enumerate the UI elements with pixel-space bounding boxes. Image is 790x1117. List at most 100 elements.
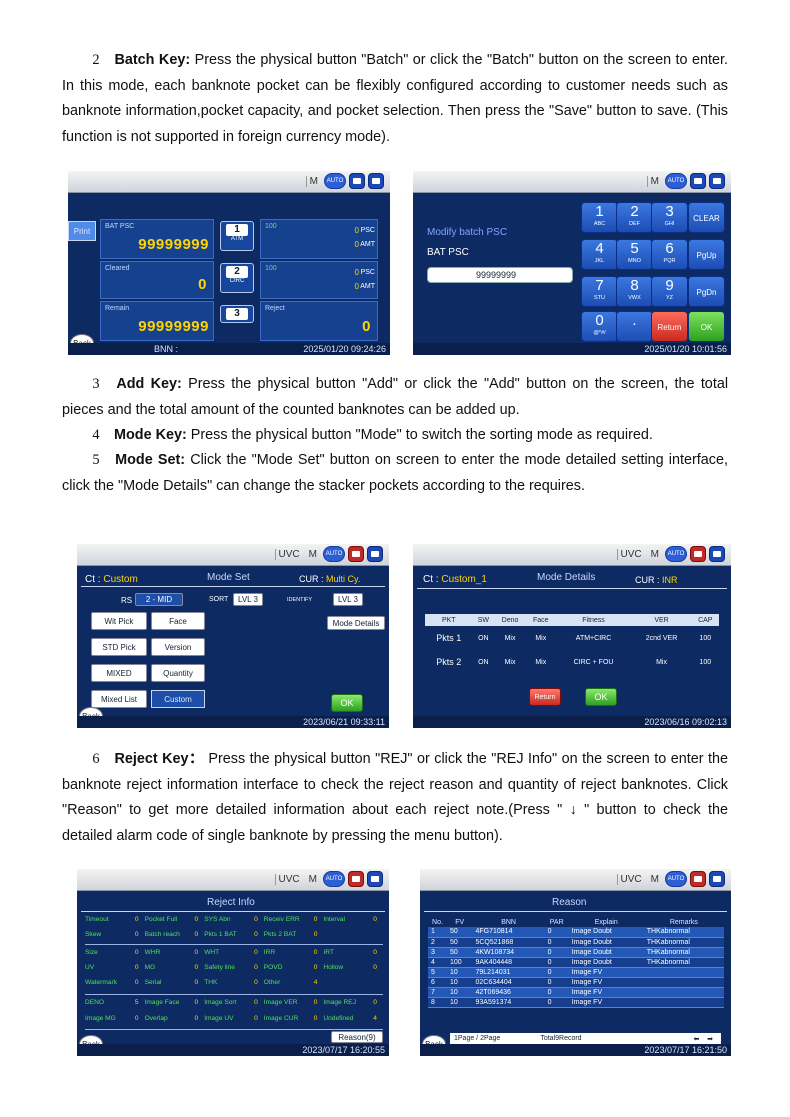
pocket-1-button[interactable]: 1 ATM	[220, 221, 254, 251]
cleared-panel: Cleared 0	[100, 261, 214, 299]
mode-details-screen: UVC M AUTO Ct : Custom_1 Mode Details CU…	[413, 544, 731, 728]
book-icon[interactable]	[690, 871, 706, 887]
monitor-icon[interactable]	[709, 173, 725, 189]
auto-icon[interactable]: AUTO	[324, 173, 346, 189]
bat-psc-label: BAT PSC	[427, 247, 469, 258]
ok-button[interactable]: OK	[688, 311, 725, 342]
mode-quantity[interactable]: Quantity	[151, 664, 205, 682]
monitor-icon[interactable]	[709, 871, 725, 887]
monitor-icon[interactable]	[367, 871, 383, 887]
mode-wit-pick[interactable]: Wit Pick	[91, 612, 147, 630]
pgdn-button[interactable]: PgDn	[688, 276, 725, 307]
return-button[interactable]: Return	[529, 688, 561, 706]
book-icon[interactable]	[690, 546, 706, 562]
page-title: Reason	[552, 897, 587, 908]
mode-mixed-list[interactable]: Mixed List	[91, 690, 147, 708]
monitor-icon[interactable]	[368, 173, 384, 189]
key-dot[interactable]: .	[616, 311, 653, 342]
mode-version[interactable]: Version	[151, 638, 205, 656]
ok-button[interactable]: OK	[585, 688, 617, 706]
sort-select[interactable]: LVL 3	[233, 593, 263, 606]
key-0[interactable]: 0@*#/	[581, 311, 618, 342]
identify-select[interactable]: LVL 3	[333, 593, 363, 606]
pocket-3-button[interactable]: 3	[220, 305, 254, 323]
pgup-button[interactable]: PgUp	[688, 239, 725, 270]
mode-details-button[interactable]: Mode Details	[327, 616, 385, 630]
ok-button[interactable]: OK	[331, 694, 363, 712]
divider	[85, 1029, 383, 1030]
arrow-left-icon[interactable]: ⬅	[693, 1035, 700, 1043]
pocket-2-panel: 100 0 PSC 0 AMT	[260, 261, 378, 299]
bat-psc-panel[interactable]: BAT PSC 99999999	[100, 219, 214, 259]
return-button[interactable]: Return	[651, 311, 688, 342]
monitor-icon[interactable]	[367, 546, 383, 562]
mode-custom[interactable]: Custom	[151, 690, 205, 708]
book-icon[interactable]	[348, 871, 364, 887]
save-icon[interactable]	[349, 173, 365, 189]
pocket-1-panel: 100 0 PSC 0 AMT	[260, 219, 378, 259]
clear-button[interactable]: CLEAR	[688, 202, 725, 233]
pocket-2-button[interactable]: 2 CIRC	[220, 263, 254, 293]
page-title: Mode Details	[537, 572, 596, 583]
mode-mixed[interactable]: MIXED	[91, 664, 147, 682]
monitor-icon[interactable]	[709, 546, 725, 562]
print-button[interactable]: Print	[68, 221, 96, 241]
save-icon[interactable]	[690, 173, 706, 189]
section-add: 3 Add Key: Press the physical button "Ad…	[62, 376, 729, 418]
rs-select[interactable]: 2 - MID	[135, 593, 183, 606]
auto-icon[interactable]: AUTO	[323, 871, 345, 887]
auto-icon[interactable]: AUTO	[323, 546, 345, 562]
book-icon[interactable]	[348, 546, 364, 562]
batch-psc-input[interactable]: 99999999	[427, 267, 573, 283]
divider	[85, 944, 383, 945]
remain-panel: Remain 99999999	[100, 301, 214, 341]
section-modeset: 5 Mode Set: Click the "Mode Set" button …	[62, 452, 728, 494]
auto-icon[interactable]: AUTO	[665, 871, 687, 887]
auto-icon[interactable]: AUTO	[665, 173, 687, 189]
auto-icon[interactable]: AUTO	[665, 546, 687, 562]
mode-face[interactable]: Face	[151, 612, 205, 630]
mode-std-pick[interactable]: STD Pick	[91, 638, 147, 656]
reason-button[interactable]: Reason(9)	[331, 1031, 383, 1043]
section-reject: 6 Reject Key： Press the physical button …	[62, 751, 729, 844]
arrow-right-icon[interactable]: ➡	[707, 1035, 713, 1043]
modify-title: Modify batch PSC	[427, 227, 508, 238]
